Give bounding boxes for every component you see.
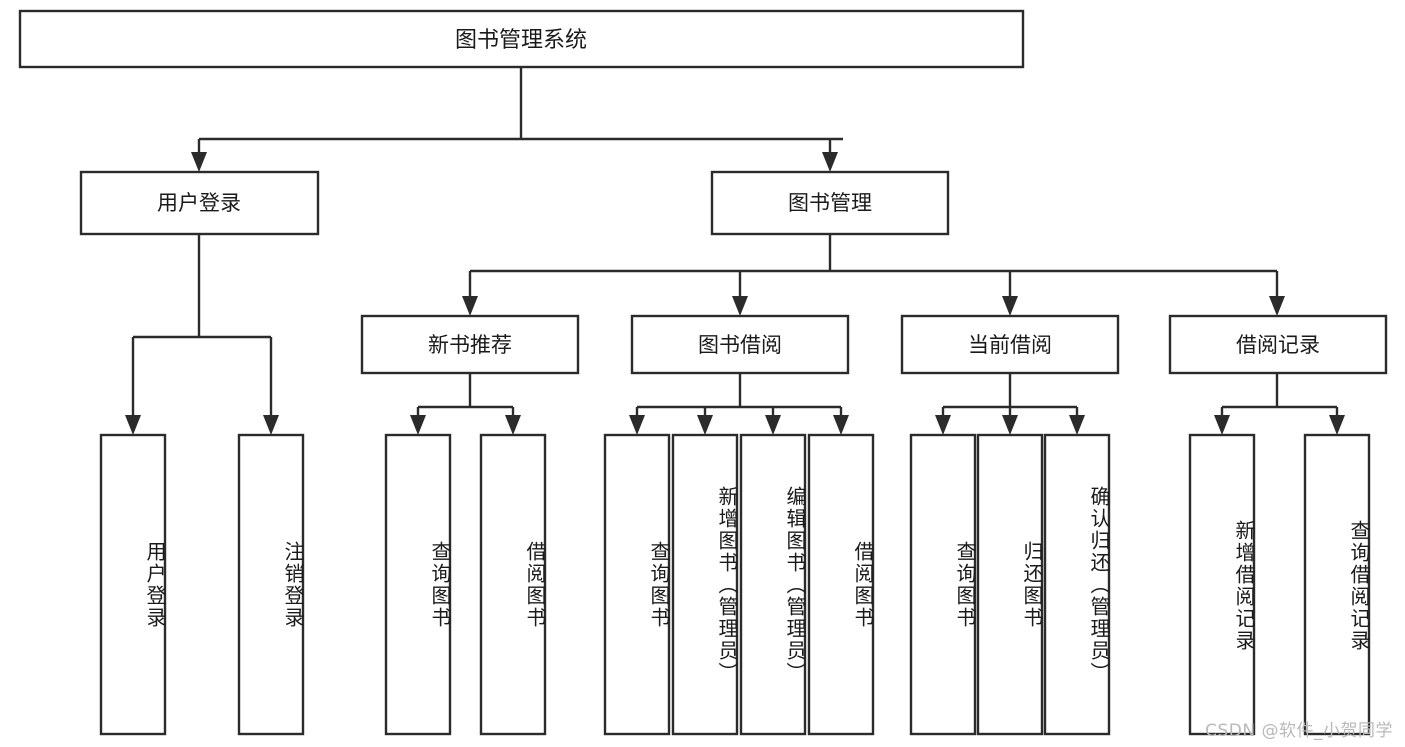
connector-group-root	[191, 67, 843, 172]
arrow-bm-b2	[732, 296, 748, 316]
node-new-book-rec-label: 新书推荐	[428, 333, 512, 357]
arrow-nbr-b2	[505, 415, 521, 435]
node-root-box[interactable]	[18, 9, 1025, 69]
node-root-label: 图书管理系统	[455, 28, 587, 53]
leaf-user-login-box[interactable]	[99, 433, 167, 736]
leaf-logout-box[interactable]	[237, 433, 305, 736]
node-new-book-rec-box[interactable]	[360, 314, 580, 375]
leaf-cur-return-box[interactable]	[976, 433, 1044, 736]
connector-group-user-login	[125, 234, 279, 435]
node-book-manage-box[interactable]	[710, 170, 950, 236]
leaf-rec-query-box[interactable]	[384, 433, 452, 736]
leaf-rec-add-box[interactable]	[1188, 433, 1256, 736]
arrow-br-b1	[1214, 415, 1230, 435]
arrow-bb-b2	[697, 415, 713, 435]
arrow-bb-b1	[629, 415, 645, 435]
leaf-rec-query2-box[interactable]	[1303, 433, 1371, 736]
leaf-borrow-borrow-box[interactable]	[807, 433, 875, 736]
arrow-cb-b2	[1002, 415, 1018, 435]
arrow-cb-b1	[935, 415, 951, 435]
leaf-cur-confirm-box[interactable]	[1043, 433, 1111, 736]
node-book-borrow-label: 图书借阅	[698, 333, 782, 357]
arrow-bm-b4	[1269, 296, 1285, 316]
node-book-borrow-box[interactable]	[630, 314, 850, 375]
leaf-borrow-query-box[interactable]	[603, 433, 671, 736]
arrow-bb-b4	[833, 415, 849, 435]
leaf-cur-query-box[interactable]	[909, 433, 977, 736]
node-user-login-box[interactable]	[79, 170, 320, 236]
arrow-to-book-manage	[822, 152, 838, 172]
arrow-bm-b3	[1002, 296, 1018, 316]
arrow-bm-b1	[462, 296, 478, 316]
node-borrow-record-label: 借阅记录	[1236, 333, 1320, 357]
arrow-ul-b1	[125, 415, 141, 435]
connector-group-book-borrow	[629, 373, 849, 435]
connector-group-current-borrow	[935, 373, 1085, 435]
arrow-br-b2	[1329, 415, 1345, 435]
leaf-borrow-edit-box[interactable]	[739, 433, 807, 736]
node-current-borrow-label: 当前借阅	[968, 333, 1052, 357]
node-book-manage-label: 图书管理	[788, 191, 872, 215]
arrow-to-user-login	[191, 152, 207, 172]
connector-group-new-book-rec	[410, 373, 521, 435]
arrow-cb-b3	[1069, 415, 1085, 435]
connector-group-borrow-record	[1214, 373, 1345, 435]
leaf-rec-borrow-box[interactable]	[479, 433, 547, 736]
leaf-borrow-add-box[interactable]	[671, 433, 739, 736]
node-user-login-label: 用户登录	[157, 191, 241, 215]
csdn-watermark: CSDN @软件_小贺同学	[1205, 721, 1393, 741]
arrow-bb-b3	[765, 415, 781, 435]
arrow-nbr-b1	[410, 415, 426, 435]
node-borrow-record-box[interactable]	[1168, 314, 1388, 375]
arrow-ul-b2	[263, 415, 279, 435]
node-current-borrow-box[interactable]	[900, 314, 1120, 375]
connector-group-book-manage	[462, 234, 1285, 316]
